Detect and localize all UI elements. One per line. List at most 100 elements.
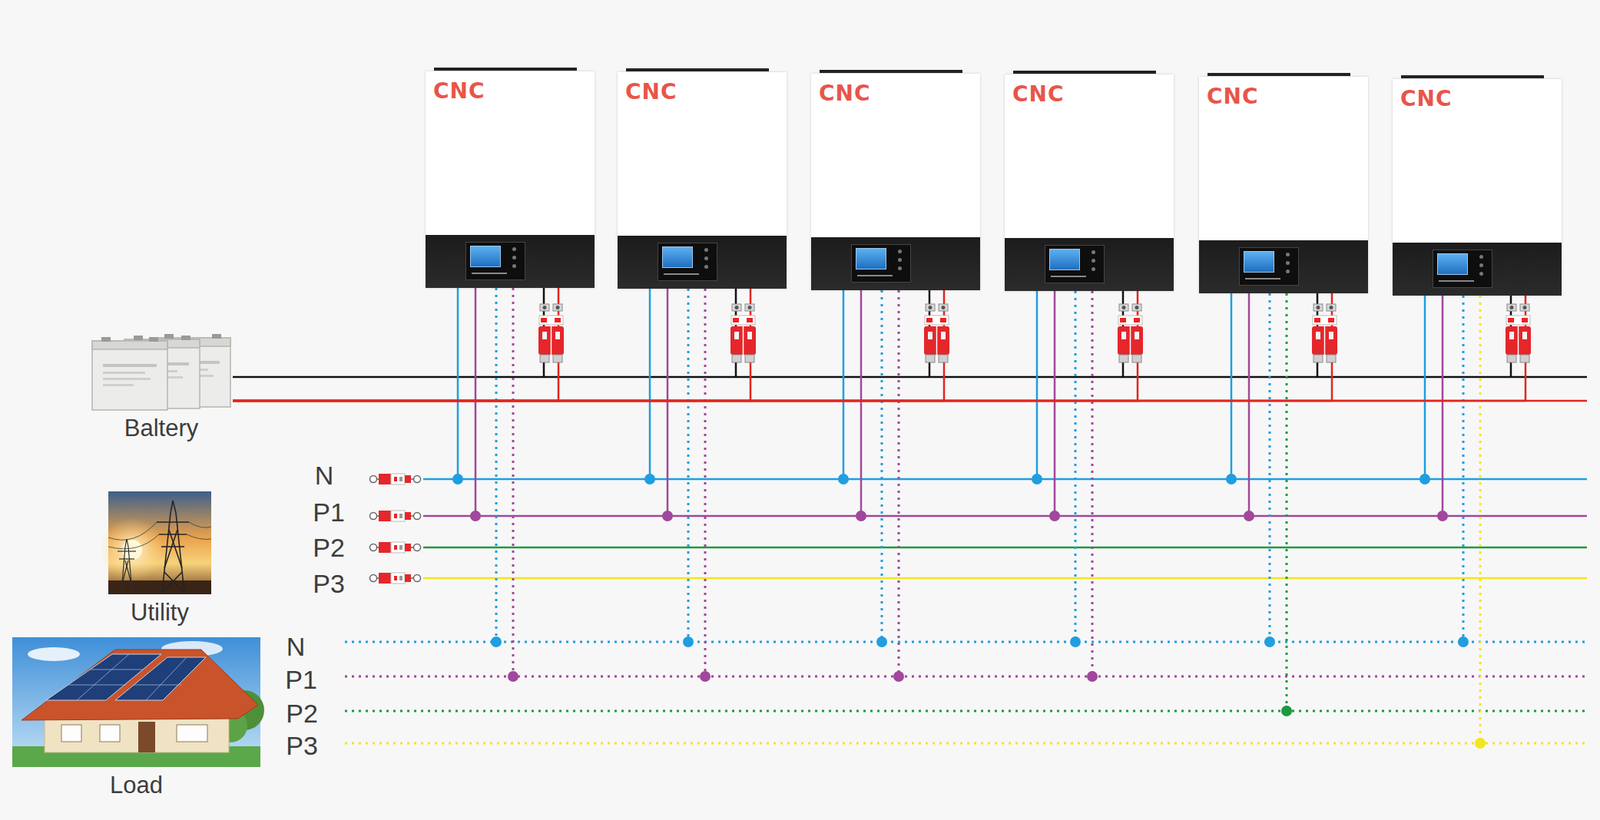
ac-out-l-wire: [512, 288, 515, 677]
junction-dot: [699, 671, 711, 683]
ac-out-l-wire: [1091, 291, 1094, 677]
lcd-button: [1479, 263, 1484, 268]
utility-n-bus: [423, 478, 1587, 481]
ac-in-n-wire: [1230, 293, 1233, 480]
cloud: [27, 647, 80, 662]
status-strip: [471, 272, 507, 275]
status-strip: [1245, 278, 1281, 280]
dc-breaker: [1117, 304, 1143, 363]
junction-dot: [507, 671, 519, 683]
roof: [21, 649, 259, 721]
utility-p2-bus: [423, 546, 1587, 550]
ac-out-l-wire: [897, 290, 901, 677]
top-bar: [1401, 75, 1544, 79]
lcd-button: [704, 256, 709, 261]
dc-breaker: [924, 304, 950, 363]
lcd-button: [704, 248, 709, 252]
junction-dot: [1031, 473, 1043, 485]
ac-in-n-wire: [649, 288, 652, 480]
junction-dot: [1049, 510, 1061, 522]
battery-negative-bus: [232, 376, 1587, 379]
utility-picture: [99, 491, 212, 595]
ac-in-l-wire: [666, 288, 670, 517]
ac-in-l-wire: [1441, 295, 1445, 517]
battery-picture: [92, 334, 231, 411]
lcd-button: [897, 258, 902, 262]
dc-breaker: [538, 304, 564, 363]
junction-dot: [1264, 636, 1276, 648]
ac-out-n-wire: [1462, 295, 1465, 643]
lcd-button: [512, 264, 517, 269]
load-n-bus: [344, 641, 1587, 644]
junction-dot: [1419, 473, 1431, 485]
status-strip: [663, 273, 699, 275]
junction-dot: [838, 473, 849, 485]
inverter-unit: CNC: [1199, 76, 1369, 294]
ac-out-l-wire: [1479, 295, 1482, 744]
junction-dot: [490, 636, 502, 648]
junction-dot: [855, 510, 867, 522]
battery-positive-wire: [232, 291, 1138, 401]
load-p3-bus: [344, 742, 1587, 746]
status-strip: [857, 274, 893, 277]
load-p1-bus: [344, 675, 1587, 679]
bus-label: P2: [285, 700, 319, 727]
bus-label: P3: [312, 570, 345, 597]
bus-label: P1: [284, 666, 318, 693]
lcd-screen: [470, 245, 501, 268]
ac-out-l-wire: [1285, 293, 1289, 712]
brand-logo: CNC: [1400, 88, 1453, 110]
picture-caption: Load: [12, 771, 261, 800]
inverter-unit: CNC: [425, 71, 595, 289]
battery-positive-wire: [232, 288, 751, 401]
bus-label: P1: [312, 499, 345, 526]
junction-dot: [644, 473, 656, 485]
top-bar: [433, 67, 577, 71]
sky: [12, 637, 261, 768]
window: [176, 725, 208, 743]
load-node: Load: [12, 637, 261, 802]
inverter-unit: CNC: [1392, 79, 1562, 296]
top-bar: [1013, 70, 1157, 74]
utility-node: Utility: [108, 491, 212, 629]
dc-breaker: [1311, 304, 1338, 363]
junction-dot: [1069, 636, 1081, 648]
brand-logo: CNC: [1206, 86, 1259, 108]
battery-node: Baltery: [89, 331, 233, 444]
junction-dot: [1437, 510, 1448, 522]
brand-logo: CNC: [433, 80, 486, 103]
brand-logo: CNC: [818, 82, 872, 105]
ac-out-n-wire: [881, 290, 884, 643]
ac-in-l-wire: [1053, 291, 1057, 517]
top-bar: [626, 68, 769, 72]
top-bar: [1207, 72, 1351, 77]
utility-breaker: [370, 542, 421, 554]
utility-breaker: [370, 510, 421, 522]
junction-dot: [662, 510, 673, 522]
dc-breaker: [730, 304, 756, 363]
junction-dot: [1474, 738, 1486, 749]
ac-out-n-wire: [1074, 291, 1077, 643]
ac-out-n-wire: [495, 288, 498, 643]
inverter-unit: CNC: [617, 72, 787, 289]
lcd-button: [512, 247, 517, 252]
lcd-screen: [1243, 251, 1275, 273]
window: [99, 725, 120, 743]
battery-positive-wire: [232, 295, 1526, 401]
sun-glow: [99, 517, 165, 583]
lcd-screen: [1437, 253, 1468, 275]
lcd-screen: [855, 248, 887, 270]
picture-caption: Baltery: [89, 414, 233, 443]
lcd-button: [1479, 255, 1484, 259]
lcd-button: [1285, 261, 1290, 266]
ac-in-n-wire: [842, 290, 845, 480]
lcd-screen: [662, 246, 693, 269]
lcd-button: [1091, 250, 1096, 255]
ac-in-n-wire: [1424, 295, 1427, 480]
power-lines: [108, 522, 212, 550]
junction-dot: [682, 636, 694, 648]
inverter-unit: CNC: [811, 73, 981, 291]
utility-p1-bus: [423, 515, 1587, 518]
junction-dot: [452, 473, 464, 485]
